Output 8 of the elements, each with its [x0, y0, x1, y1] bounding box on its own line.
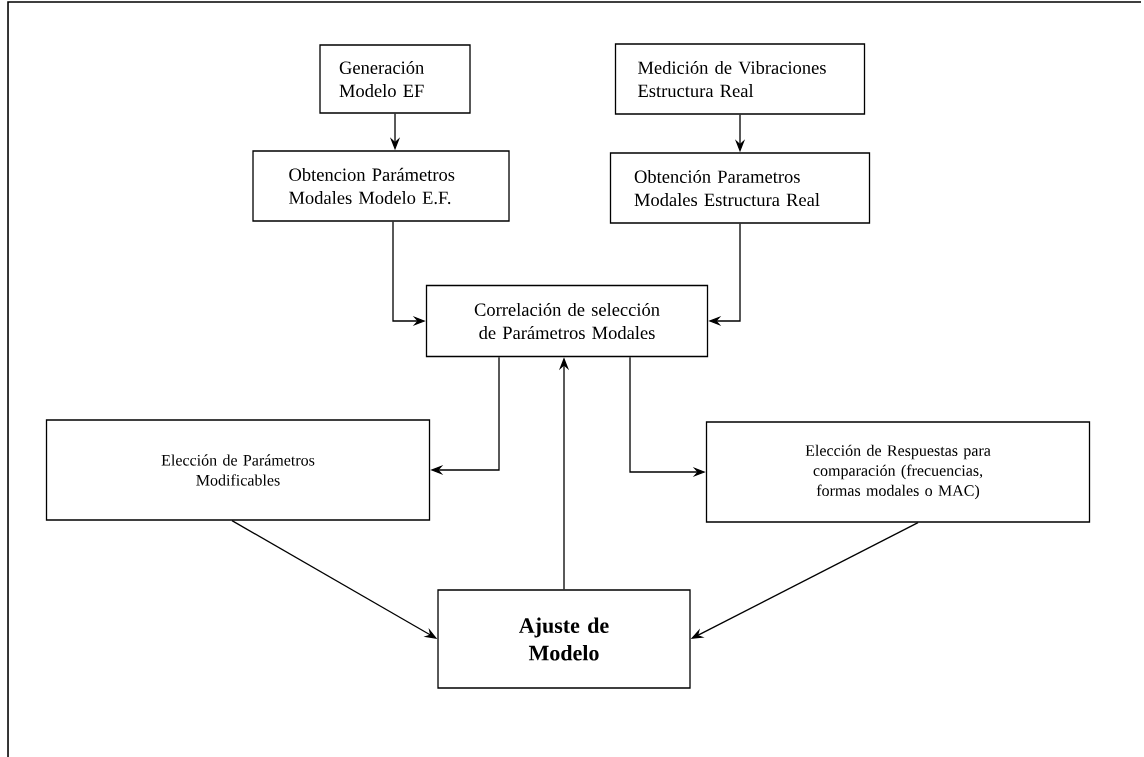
process-box: Obtencion Parámetros Modales Modelo E.F. — [252, 150, 510, 222]
process-box: Correlación de selección de Parámetros Modales — [425, 284, 709, 358]
process-box: Elección de Parámetros Modificables — [45, 419, 431, 521]
process-box: Elección de Respuestas para comparación (frecuencias, formas modales o MAC) — [705, 421, 1091, 523]
process-box: Ajuste de Modelo — [437, 589, 691, 689]
process-box: Obtención Parametros Modales Estructura Real — [609, 152, 871, 224]
process-box: Medición de Vibraciones Estructura Real — [614, 43, 866, 115]
process-box: Generación Modelo EF — [319, 44, 471, 114]
